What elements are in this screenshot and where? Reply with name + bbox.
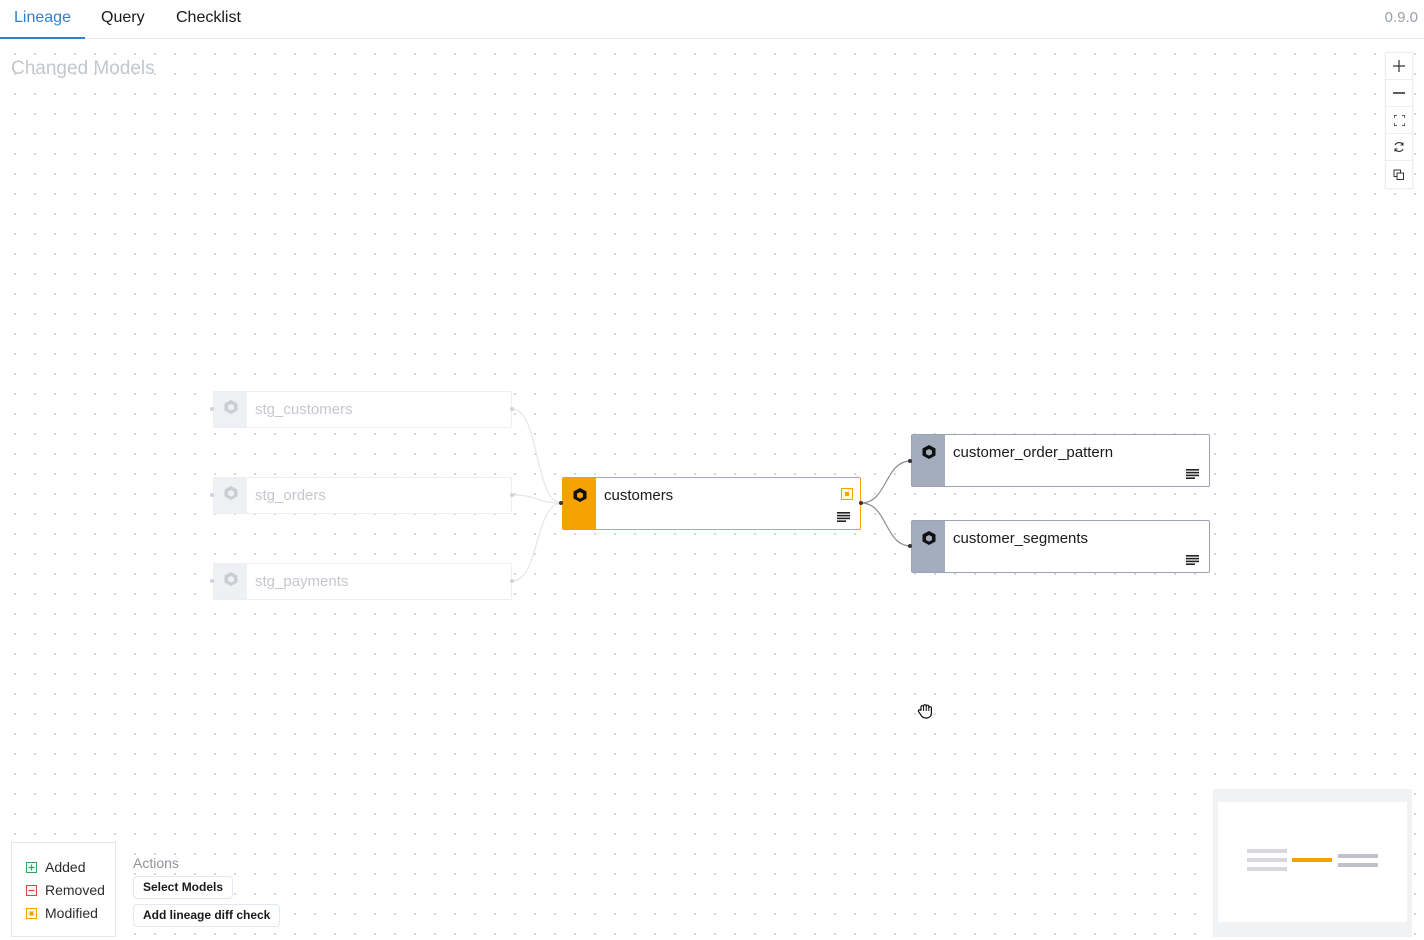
model-cube-icon bbox=[224, 486, 237, 500]
node-handle[interactable] bbox=[908, 544, 912, 548]
node-handle[interactable] bbox=[210, 493, 214, 497]
copy-icon bbox=[1393, 169, 1404, 180]
legend-added: Added bbox=[26, 859, 85, 875]
description-icon[interactable] bbox=[1186, 555, 1199, 565]
node-label: stg_orders bbox=[255, 487, 326, 504]
version-label: 0.9.0 bbox=[1384, 9, 1418, 26]
model-cube-icon bbox=[573, 488, 586, 502]
fit-view-icon bbox=[1393, 114, 1405, 126]
zoom-out-button[interactable] bbox=[1386, 80, 1412, 107]
minimap[interactable] bbox=[1213, 789, 1412, 937]
refresh-icon bbox=[1394, 142, 1404, 152]
node-stg-payments[interactable]: stg_payments bbox=[213, 563, 512, 600]
node-handle[interactable] bbox=[210, 579, 214, 583]
node-handle[interactable] bbox=[510, 493, 514, 497]
model-cube-icon bbox=[922, 531, 935, 545]
top-nav-bar: Lineage Query Checklist 0.9.0 bbox=[0, 0, 1424, 39]
grab-cursor-icon bbox=[917, 704, 932, 719]
legend-label: Modified bbox=[45, 905, 98, 921]
plus-icon bbox=[1393, 60, 1405, 72]
select-models-button[interactable]: Select Models bbox=[133, 876, 234, 899]
minimap-node bbox=[1247, 867, 1287, 871]
minimap-node bbox=[1247, 849, 1287, 853]
node-label: customers bbox=[604, 487, 674, 504]
legend-removed: Removed bbox=[26, 882, 105, 898]
actions-label: Actions bbox=[133, 855, 179, 871]
node-handle[interactable] bbox=[510, 579, 514, 583]
canvas-controls bbox=[1385, 52, 1413, 189]
node-handle[interactable] bbox=[908, 459, 912, 463]
tab-checklist[interactable]: Checklist bbox=[176, 9, 241, 26]
minimap-node bbox=[1292, 858, 1332, 862]
node-handle[interactable] bbox=[210, 407, 214, 411]
canvas-title: Changed Models bbox=[11, 58, 155, 79]
minimap-node bbox=[1338, 854, 1378, 858]
node-customers[interactable]: customers bbox=[562, 477, 861, 530]
added-icon bbox=[26, 861, 37, 873]
node-stg-orders[interactable]: stg_orders bbox=[213, 477, 512, 514]
legend-label: Removed bbox=[45, 882, 105, 898]
legend-label: Added bbox=[45, 859, 86, 875]
tab-query[interactable]: Query bbox=[101, 9, 145, 26]
node-customer-order-pattern[interactable]: customer_order_pattern bbox=[911, 434, 1210, 487]
minus-icon bbox=[1393, 92, 1405, 94]
node-label: stg_customers bbox=[255, 401, 353, 418]
node-stg-customers[interactable]: stg_customers bbox=[213, 391, 512, 428]
description-icon[interactable] bbox=[837, 512, 850, 522]
modified-icon bbox=[26, 907, 37, 919]
node-customer-segments[interactable]: customer_segments bbox=[911, 520, 1210, 573]
zoom-in-button[interactable] bbox=[1386, 53, 1412, 80]
description-icon[interactable] bbox=[1186, 469, 1199, 479]
node-handle[interactable] bbox=[859, 501, 863, 505]
model-cube-icon bbox=[224, 400, 237, 414]
removed-icon bbox=[26, 884, 37, 896]
modified-status-icon bbox=[841, 488, 853, 500]
model-cube-icon bbox=[224, 572, 237, 586]
node-label: customer_segments bbox=[953, 530, 1089, 547]
node-label: customer_order_pattern bbox=[953, 444, 1114, 461]
change-legend: Added Removed Modified bbox=[11, 842, 116, 937]
fit-view-button[interactable] bbox=[1386, 107, 1412, 134]
refresh-layout-button[interactable] bbox=[1386, 134, 1412, 161]
copy-image-button[interactable] bbox=[1386, 161, 1412, 188]
add-lineage-diff-check-button[interactable]: Add lineage diff check bbox=[133, 904, 281, 927]
minimap-node bbox=[1247, 858, 1287, 862]
node-handle[interactable] bbox=[559, 501, 563, 505]
minimap-node bbox=[1338, 863, 1378, 867]
node-label: stg_payments bbox=[255, 573, 349, 590]
model-cube-icon bbox=[922, 445, 935, 459]
node-handle[interactable] bbox=[510, 407, 514, 411]
legend-modified: Modified bbox=[26, 905, 98, 921]
tab-lineage[interactable]: Lineage bbox=[0, 0, 85, 39]
minimap-viewport bbox=[1218, 802, 1407, 922]
